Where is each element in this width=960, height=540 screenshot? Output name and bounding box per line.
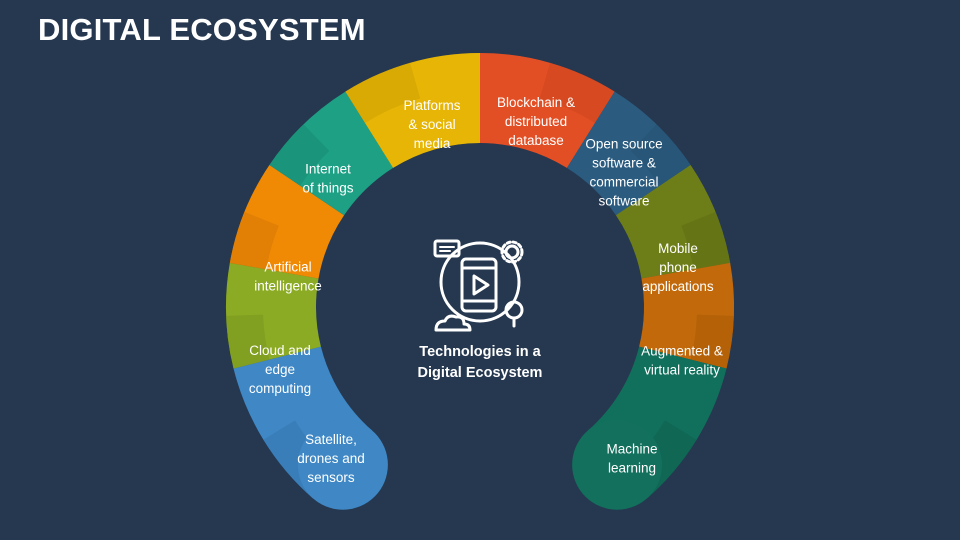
label-line: media <box>414 136 451 151</box>
label-line: computing <box>249 381 311 396</box>
segment-platforms <box>345 53 480 168</box>
segment-tint <box>225 262 321 369</box>
label-line: of things <box>302 181 353 196</box>
segment-label-opensource: Open source software & commercial software <box>585 137 662 209</box>
segment-label-cloud: Cloud and edge computing <box>249 343 311 396</box>
segment-tint <box>345 53 480 168</box>
segment-label-mobile: Mobile phone applications <box>642 241 714 294</box>
segment-arvr <box>639 262 735 369</box>
label-line: applications <box>642 279 714 294</box>
label-line: phone <box>659 260 697 275</box>
label-line: distributed <box>505 114 567 129</box>
label-line: commercial <box>589 175 658 190</box>
segment-label-arvr: Augmented & virtual reality <box>641 344 723 378</box>
smartphone-play-icon <box>433 239 524 332</box>
segment-cap <box>297 419 388 510</box>
segment-shade <box>269 124 330 186</box>
segment-mobile <box>615 164 731 279</box>
page-title: DIGITAL ECOSYSTEM <box>38 12 366 47</box>
label-line: edge <box>265 362 295 377</box>
label-line: Platforms <box>403 98 460 113</box>
segment-tint <box>615 164 731 279</box>
segment-shade <box>226 314 270 369</box>
label-line: sensors <box>307 470 355 485</box>
segment-cloud <box>225 262 321 369</box>
label-line: drones and <box>297 451 365 466</box>
center-label: Technologies in a Digital Ecosystem <box>418 344 543 381</box>
segment-tint <box>639 262 735 369</box>
segment-blockchain <box>480 53 615 168</box>
label-line: Artificial <box>264 260 311 275</box>
label-line: virtual reality <box>644 363 720 378</box>
segment-label-iot: Internet of things <box>302 162 353 196</box>
segment-shade <box>630 124 691 186</box>
label-line: Open source <box>585 137 662 152</box>
segment-satellite <box>233 346 388 510</box>
segment-cap <box>572 419 663 510</box>
segment-ml <box>572 346 727 510</box>
label-line: database <box>508 133 564 148</box>
segment-tint <box>566 91 691 216</box>
segment-label-satellite: Satellite, drones and sensors <box>297 432 365 485</box>
label-line: Satellite, <box>305 432 357 447</box>
center-label-line: Digital Ecosystem <box>418 365 543 381</box>
segment-tint <box>269 91 394 216</box>
label-line: Mobile <box>658 241 698 256</box>
label-line: Internet <box>305 162 351 177</box>
label-line: & social <box>408 117 455 132</box>
segment-tint <box>229 164 345 279</box>
segment-label-platforms: Platforms & social media <box>403 98 460 151</box>
segment-opensource <box>566 91 691 216</box>
label-line: software <box>598 194 649 209</box>
segment-label-blockchain: Blockchain & distributed database <box>497 95 575 148</box>
segment-ai <box>229 164 345 279</box>
segment-shade <box>539 62 615 123</box>
label-line: Augmented & <box>641 344 723 359</box>
segment-shade <box>690 314 734 369</box>
segment-shade <box>345 62 421 123</box>
label-line: Cloud and <box>249 343 311 358</box>
label-line: Machine <box>606 442 657 457</box>
segment-label-ai: Artificial intelligence <box>254 260 322 294</box>
segment-label-ml: Machine learning <box>606 442 657 476</box>
center-label-line: Technologies in a <box>419 344 541 360</box>
segment-shade <box>229 211 279 270</box>
label-line: software & <box>592 156 656 171</box>
segment-iot <box>269 91 394 216</box>
segment-tint <box>480 53 615 168</box>
center-hub: Technologies in a Digital Ecosystem <box>418 239 543 381</box>
segment-shade <box>681 211 731 270</box>
label-line: intelligence <box>254 279 322 294</box>
label-line: learning <box>608 461 656 476</box>
label-line: Blockchain & <box>497 95 575 110</box>
